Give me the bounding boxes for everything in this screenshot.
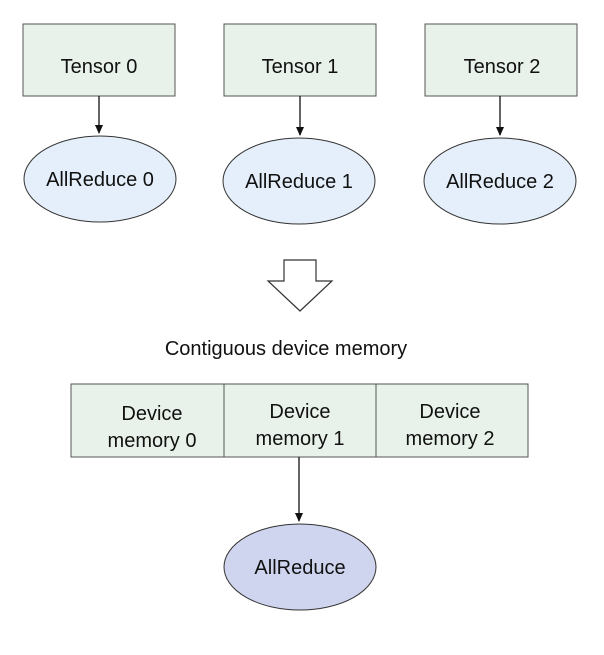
memory-block-0: [70, 383, 225, 458]
transform-arrow-icon: [266, 259, 334, 312]
allreduce-label-1: AllReduce 1: [245, 171, 353, 193]
memory-block-2-line1: Device: [419, 401, 480, 423]
final-allreduce-label: AllReduce: [254, 557, 345, 579]
tensor-label-0: Tensor 0: [61, 56, 138, 78]
tensor-box-2: [424, 23, 578, 97]
memory-block-0-line2: memory 0: [108, 430, 197, 452]
allreduce-node-1: [222, 137, 376, 225]
allreduce-node-0: [23, 135, 177, 223]
allreduce-label-2: AllReduce 2: [446, 171, 554, 193]
memory-block-2-line2: memory 2: [406, 428, 495, 450]
memory-block-2: [375, 383, 529, 458]
memory-block-1-line2: memory 1: [256, 428, 345, 450]
allreduce-node-2: [423, 137, 577, 225]
allreduce-label-0: AllReduce 0: [46, 169, 154, 191]
memory-block-1: [223, 383, 377, 458]
memory-block-0-line1: Device: [121, 403, 182, 425]
contiguous-memory-caption: Contiguous device memory: [165, 338, 407, 360]
tensor-label-2: Tensor 2: [464, 56, 541, 78]
tensor-label-1: Tensor 1: [262, 56, 339, 78]
tensor-box-0: [22, 23, 176, 97]
final-allreduce-node: [223, 523, 377, 611]
memory-block-1-line1: Device: [269, 401, 330, 423]
